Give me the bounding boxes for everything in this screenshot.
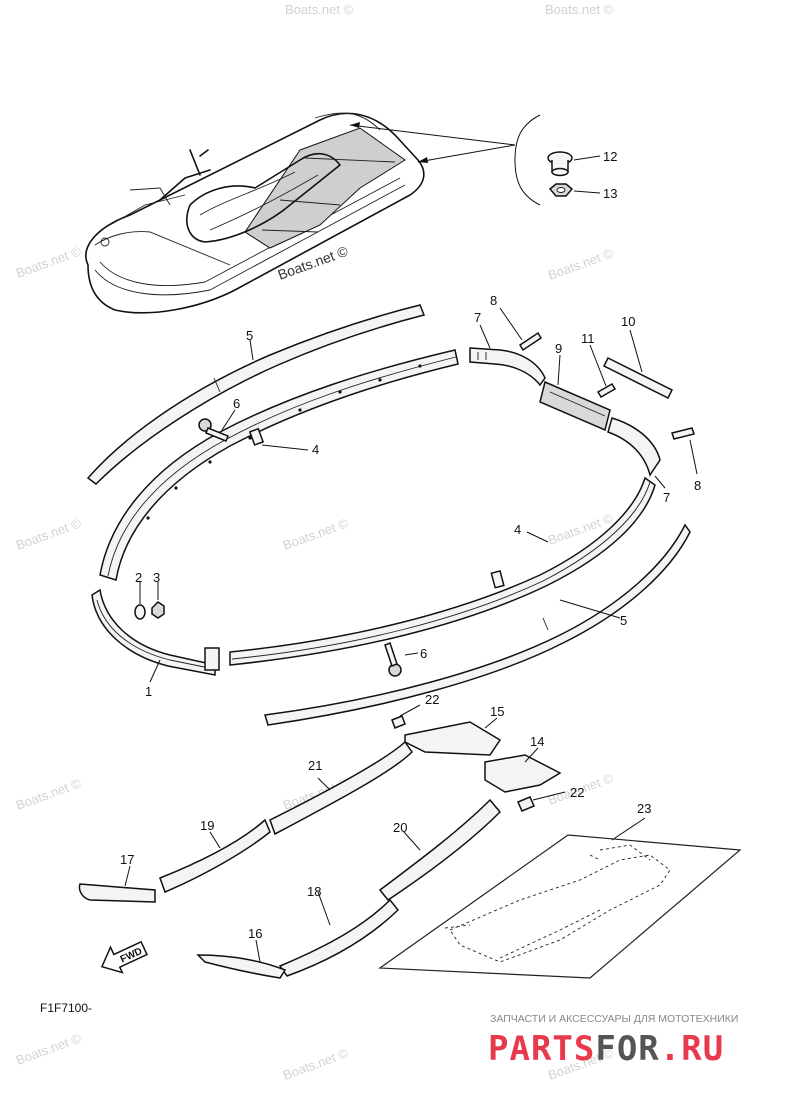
part-5-trim-right [264,523,691,726]
callout-16: 16 [248,926,262,941]
callout-18: 18 [307,884,321,899]
fwd-arrow: FWD [100,940,148,974]
callout-9: 9 [555,341,562,356]
watermark: Boats.net © [281,515,351,553]
part-16-mat-strip [196,939,287,979]
brand-part-for: FOR [595,1029,659,1069]
part-12-grommet [547,151,601,177]
callout-17: 17 [120,852,134,867]
callout-6-lower: 6 [420,646,427,661]
callout-10: 10 [621,314,635,329]
part-11-rivet [589,344,617,399]
part-18-mat-strip [278,891,400,977]
brand-tagline: ЗАПЧАСТИ И АКСЕССУАРЫ ДЛЯ МОТОТЕХНИКИ [490,1013,738,1025]
callout-4-lower: 4 [514,522,521,537]
part-9-stern-rail [539,354,611,432]
overview-leaders [349,114,541,206]
watermark: Boats.net © [14,775,84,813]
watermark: Boats.net © [14,1030,84,1068]
part-6-bolt-lower [384,642,419,677]
brand-part-ru: .RU [660,1029,724,1069]
watermark: Boats.net © [14,243,84,281]
callout-4-upper: 4 [312,442,319,457]
part-4-rail-right [229,476,656,666]
part-4-rail-left [99,349,459,581]
callout-1: 1 [145,684,152,699]
part-14-mat [484,747,562,793]
callout-22-lower: 22 [570,785,584,800]
part-7-corner-lower [607,417,666,489]
part-8-rivet-upper [499,307,543,352]
callout-5-upper: 5 [246,328,253,343]
callout-20: 20 [393,820,407,835]
callout-19: 19 [200,818,214,833]
callout-6-upper: 6 [233,396,240,411]
callout-21: 21 [308,758,322,773]
callout-7-upper: 7 [474,310,481,325]
brand-logo: ЗАПЧАСТИ И АКСЕССУАРЫ ДЛЯ МОТОТЕХНИКИ PA… [488,1013,738,1069]
watermark: Boats.net © [285,2,354,17]
watercraft-drawing [85,112,425,314]
callout-8-upper: 8 [490,293,497,308]
part-22-tab-lower [517,791,566,812]
part-1-bow-rail [91,588,220,683]
watermark: Boats.net © [14,515,84,553]
watermark: Boats.net © [281,1045,351,1083]
part-15-mat [404,717,502,756]
part-21-mat-strip [269,740,413,836]
callout-11: 11 [581,331,595,346]
part-17-mat-strip [78,865,156,903]
part-20-mat-strip [378,798,502,902]
part-23-decal-sheet [378,817,742,979]
callout-12: 12 [603,149,617,164]
part-22-tab-upper [391,704,421,729]
figure-code: F1F7100- [40,1001,92,1015]
part-10-strip [602,329,674,400]
callouts: 1 2 3 4 4 5 5 6 6 7 7 8 8 9 10 11 12 13 … [120,149,701,941]
watermark: Boats.net © [546,245,616,283]
callout-8-lower: 8 [694,478,701,493]
callout-22-upper: 22 [425,692,439,707]
callout-7-lower: 7 [663,490,670,505]
part-7-corner-upper [469,324,546,387]
callout-13: 13 [603,186,617,201]
part-19-mat-strip [159,818,271,894]
part-3-nut [151,582,165,619]
callout-14: 14 [530,734,544,749]
part-13-nut [548,183,601,197]
callout-15: 15 [490,704,504,719]
callout-3: 3 [153,570,160,585]
callout-23: 23 [637,801,651,816]
part-5-trim-left [86,304,426,485]
part-8-rivet-lower [671,427,698,475]
callout-5-lower: 5 [620,613,627,628]
part-6-bolt-upper [198,409,236,442]
watermark: Boats.net © [545,2,614,17]
part-2-washer [134,582,146,620]
brand-name: PARTSFOR.RU [488,1029,724,1069]
brand-part-parts: PARTS [488,1029,595,1069]
callout-2: 2 [135,570,142,585]
